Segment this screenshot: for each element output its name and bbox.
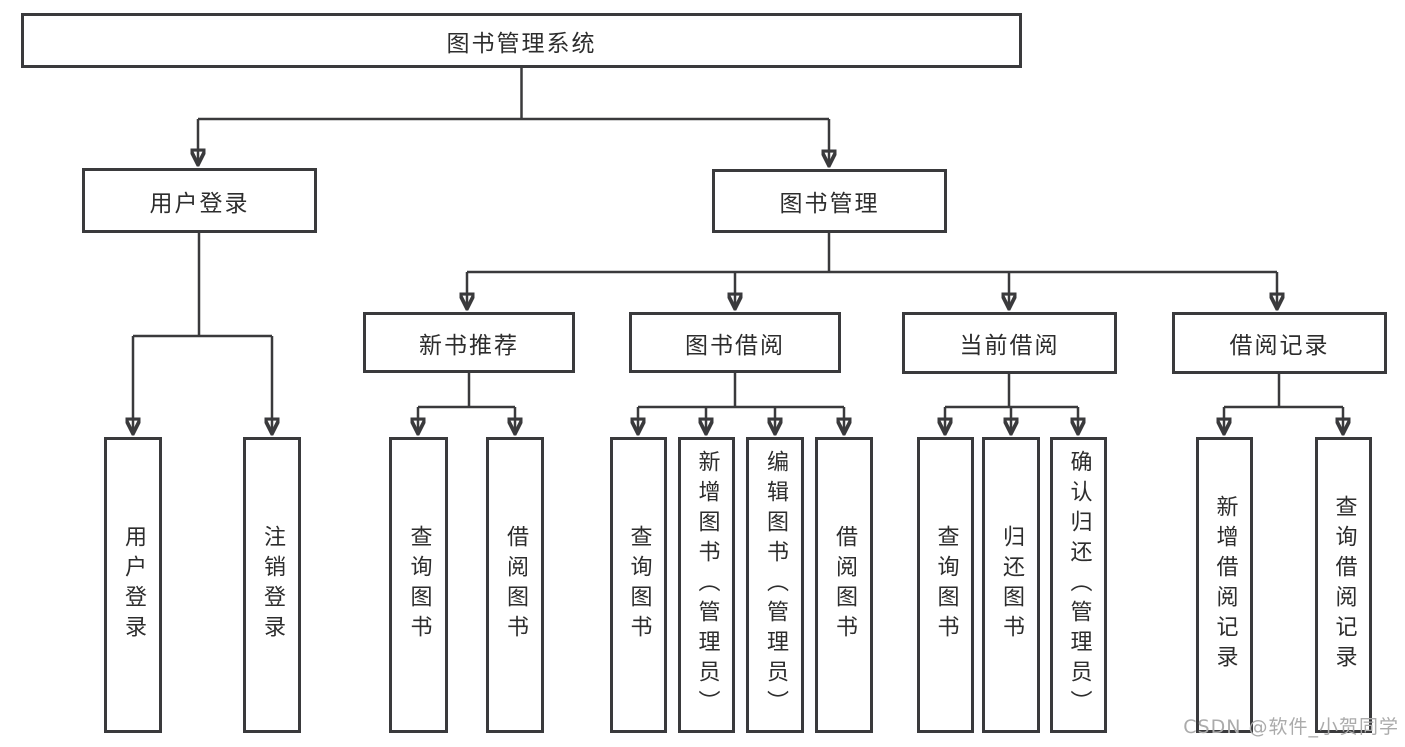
node-user-login-label: 用户登录 [149, 190, 250, 217]
wire-user-login-split [133, 233, 272, 338]
node-current-borrow-label: 当前借阅 [959, 333, 1060, 359]
wire-new-book-split [418, 373, 515, 409]
leaf-cb-query-book-label: 查询图书 [933, 525, 959, 645]
leaf-cb-return-book: 归还图书 [982, 437, 1040, 733]
leaf-br-query-record: 查询借阅记录 [1315, 437, 1372, 733]
wire-borrow-records-split [1224, 374, 1343, 409]
leaf-nbr-borrow-book-label: 借阅图书 [503, 525, 528, 645]
leaf-cb-confirm-return-admin-label: 确认归还（管理员） [1066, 450, 1092, 720]
node-root: 图书管理系统 [21, 13, 1022, 68]
node-root-label: 图书管理系统 [446, 30, 597, 57]
node-new-book-recommend-label: 新书推荐 [419, 332, 519, 359]
node-book-management: 图书管理 [712, 169, 947, 233]
leaf-cb-confirm-return-admin: 确认归还（管理员） [1050, 437, 1107, 733]
csdn-watermark: CSDN @软件_小贺同学 [1183, 716, 1399, 738]
node-borrow-records-label: 借阅记录 [1229, 333, 1330, 359]
leaf-bb-edit-book-admin: 编辑图书（管理员） [746, 437, 804, 733]
leaf-cb-query-book: 查询图书 [917, 437, 974, 733]
wire-book-management-split [467, 233, 1277, 274]
wire-book-borrow-split [638, 373, 844, 409]
leaf-user-login-label: 用户登录 [121, 525, 146, 645]
leaf-br-add-record-label: 新增借阅记录 [1212, 495, 1238, 675]
leaf-cb-return-book-label: 归还图书 [999, 525, 1024, 645]
leaf-bb-add-book-admin: 新增图书（管理员） [678, 437, 735, 733]
leaf-bb-query-book-label: 查询图书 [626, 525, 652, 645]
leaf-br-add-record: 新增借阅记录 [1196, 437, 1253, 733]
leaf-nbr-borrow-book: 借阅图书 [486, 437, 544, 733]
leaf-bb-add-book-admin-label: 新增图书（管理员） [694, 450, 720, 720]
wire-root-split [198, 68, 829, 121]
node-new-book-recommend: 新书推荐 [363, 312, 575, 373]
leaf-user-login: 用户登录 [104, 437, 162, 733]
leaf-nbr-query-book-label: 查询图书 [406, 525, 432, 645]
node-user-login: 用户登录 [82, 168, 317, 233]
leaf-nbr-query-book: 查询图书 [389, 437, 448, 733]
wire-current-borrow-split [945, 374, 1078, 409]
leaf-bb-borrow-book-label: 借阅图书 [832, 525, 857, 645]
node-book-management-label: 图书管理 [779, 191, 880, 217]
leaf-logout-label: 注销登录 [260, 525, 285, 645]
leaf-bb-edit-book-admin-label: 编辑图书（管理员） [763, 450, 788, 720]
leaf-logout: 注销登录 [243, 437, 301, 733]
leaf-br-query-record-label: 查询借阅记录 [1331, 495, 1357, 675]
node-borrow-records: 借阅记录 [1172, 312, 1387, 374]
node-book-borrow: 图书借阅 [629, 312, 841, 373]
node-book-borrow-label: 图书借阅 [685, 332, 785, 359]
leaf-bb-query-book: 查询图书 [610, 437, 667, 733]
leaf-bb-borrow-book: 借阅图书 [815, 437, 873, 733]
node-current-borrow: 当前借阅 [902, 312, 1117, 374]
